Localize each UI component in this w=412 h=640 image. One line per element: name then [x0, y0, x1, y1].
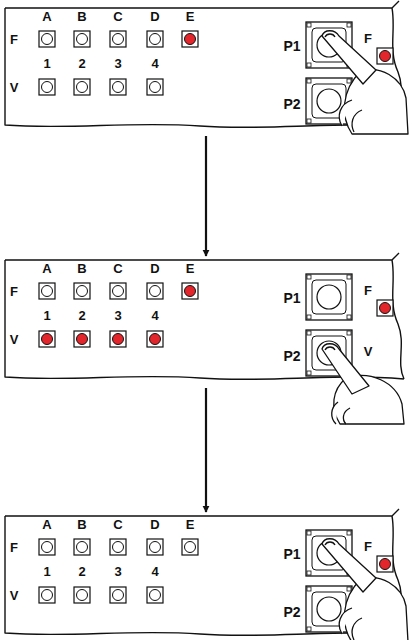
f-led — [377, 300, 393, 316]
function-led — [74, 31, 90, 47]
led-label: V — [10, 589, 19, 602]
function-led — [39, 31, 55, 47]
value-led — [74, 79, 90, 95]
led-label: A — [42, 262, 51, 275]
value-led — [110, 587, 126, 603]
led-label: 1 — [43, 57, 50, 70]
value-led — [110, 331, 126, 347]
led-label: C — [113, 518, 122, 531]
led-label: F — [364, 540, 372, 553]
function-led — [110, 31, 126, 47]
led-label: V — [10, 333, 19, 346]
value-led — [74, 587, 90, 603]
led-label: F — [364, 284, 372, 297]
led-label: F — [10, 541, 18, 554]
function-led — [39, 539, 55, 555]
led-label: 4 — [151, 309, 158, 322]
led-label: 2 — [78, 57, 85, 70]
f-led — [377, 556, 393, 572]
led-label: 2 — [78, 565, 85, 578]
led-label: 4 — [151, 57, 158, 70]
led-label: A — [42, 10, 51, 23]
pressing-hand — [322, 31, 408, 134]
led-label: C — [113, 262, 122, 275]
led-label: F — [10, 33, 18, 46]
step-arrow — [205, 136, 207, 256]
led-label: E — [186, 518, 195, 531]
f-led — [377, 48, 393, 64]
led-label: B — [77, 518, 86, 531]
button-label: P2 — [283, 605, 300, 619]
value-led — [110, 79, 126, 95]
function-led — [182, 31, 198, 47]
led-label: 1 — [43, 565, 50, 578]
button-label: P1 — [283, 39, 300, 53]
value-led — [39, 331, 55, 347]
led-label: V — [10, 81, 19, 94]
pressing-hand — [322, 344, 404, 424]
button-label: P1 — [283, 291, 300, 305]
led-label: 4 — [151, 565, 158, 578]
function-led — [147, 539, 163, 555]
panel-parts — [39, 274, 404, 424]
value-led — [147, 79, 163, 95]
value-led — [39, 79, 55, 95]
led-label: E — [186, 262, 195, 275]
function-led — [182, 539, 198, 555]
pressing-hand — [322, 539, 408, 640]
push-button — [306, 274, 352, 320]
led-label: D — [150, 518, 159, 531]
led-label: A — [42, 518, 51, 531]
function-led — [147, 31, 163, 47]
button-label: P2 — [283, 349, 300, 363]
led-label: D — [150, 262, 159, 275]
step-arrow — [205, 388, 207, 512]
led-label: F — [10, 285, 18, 298]
value-led — [74, 331, 90, 347]
function-led — [182, 283, 198, 299]
value-led — [147, 331, 163, 347]
led-label: 3 — [114, 565, 121, 578]
button-label: P2 — [283, 97, 300, 111]
led-label: F — [364, 32, 372, 45]
led-label: 2 — [78, 309, 85, 322]
led-label: C — [113, 10, 122, 23]
led-label: V — [364, 345, 373, 358]
button-label: P1 — [283, 547, 300, 561]
function-led — [74, 283, 90, 299]
panel-parts — [39, 530, 408, 640]
function-led — [147, 283, 163, 299]
led-label: B — [77, 10, 86, 23]
led-label: 1 — [43, 309, 50, 322]
function-led — [110, 283, 126, 299]
led-label: 3 — [114, 309, 121, 322]
led-label: D — [150, 10, 159, 23]
function-led — [110, 539, 126, 555]
value-led — [147, 587, 163, 603]
led-label: 3 — [114, 57, 121, 70]
function-led — [39, 283, 55, 299]
function-led — [74, 539, 90, 555]
panel-parts — [39, 22, 408, 134]
value-led — [39, 587, 55, 603]
led-label: B — [77, 262, 86, 275]
led-label: E — [186, 10, 195, 23]
